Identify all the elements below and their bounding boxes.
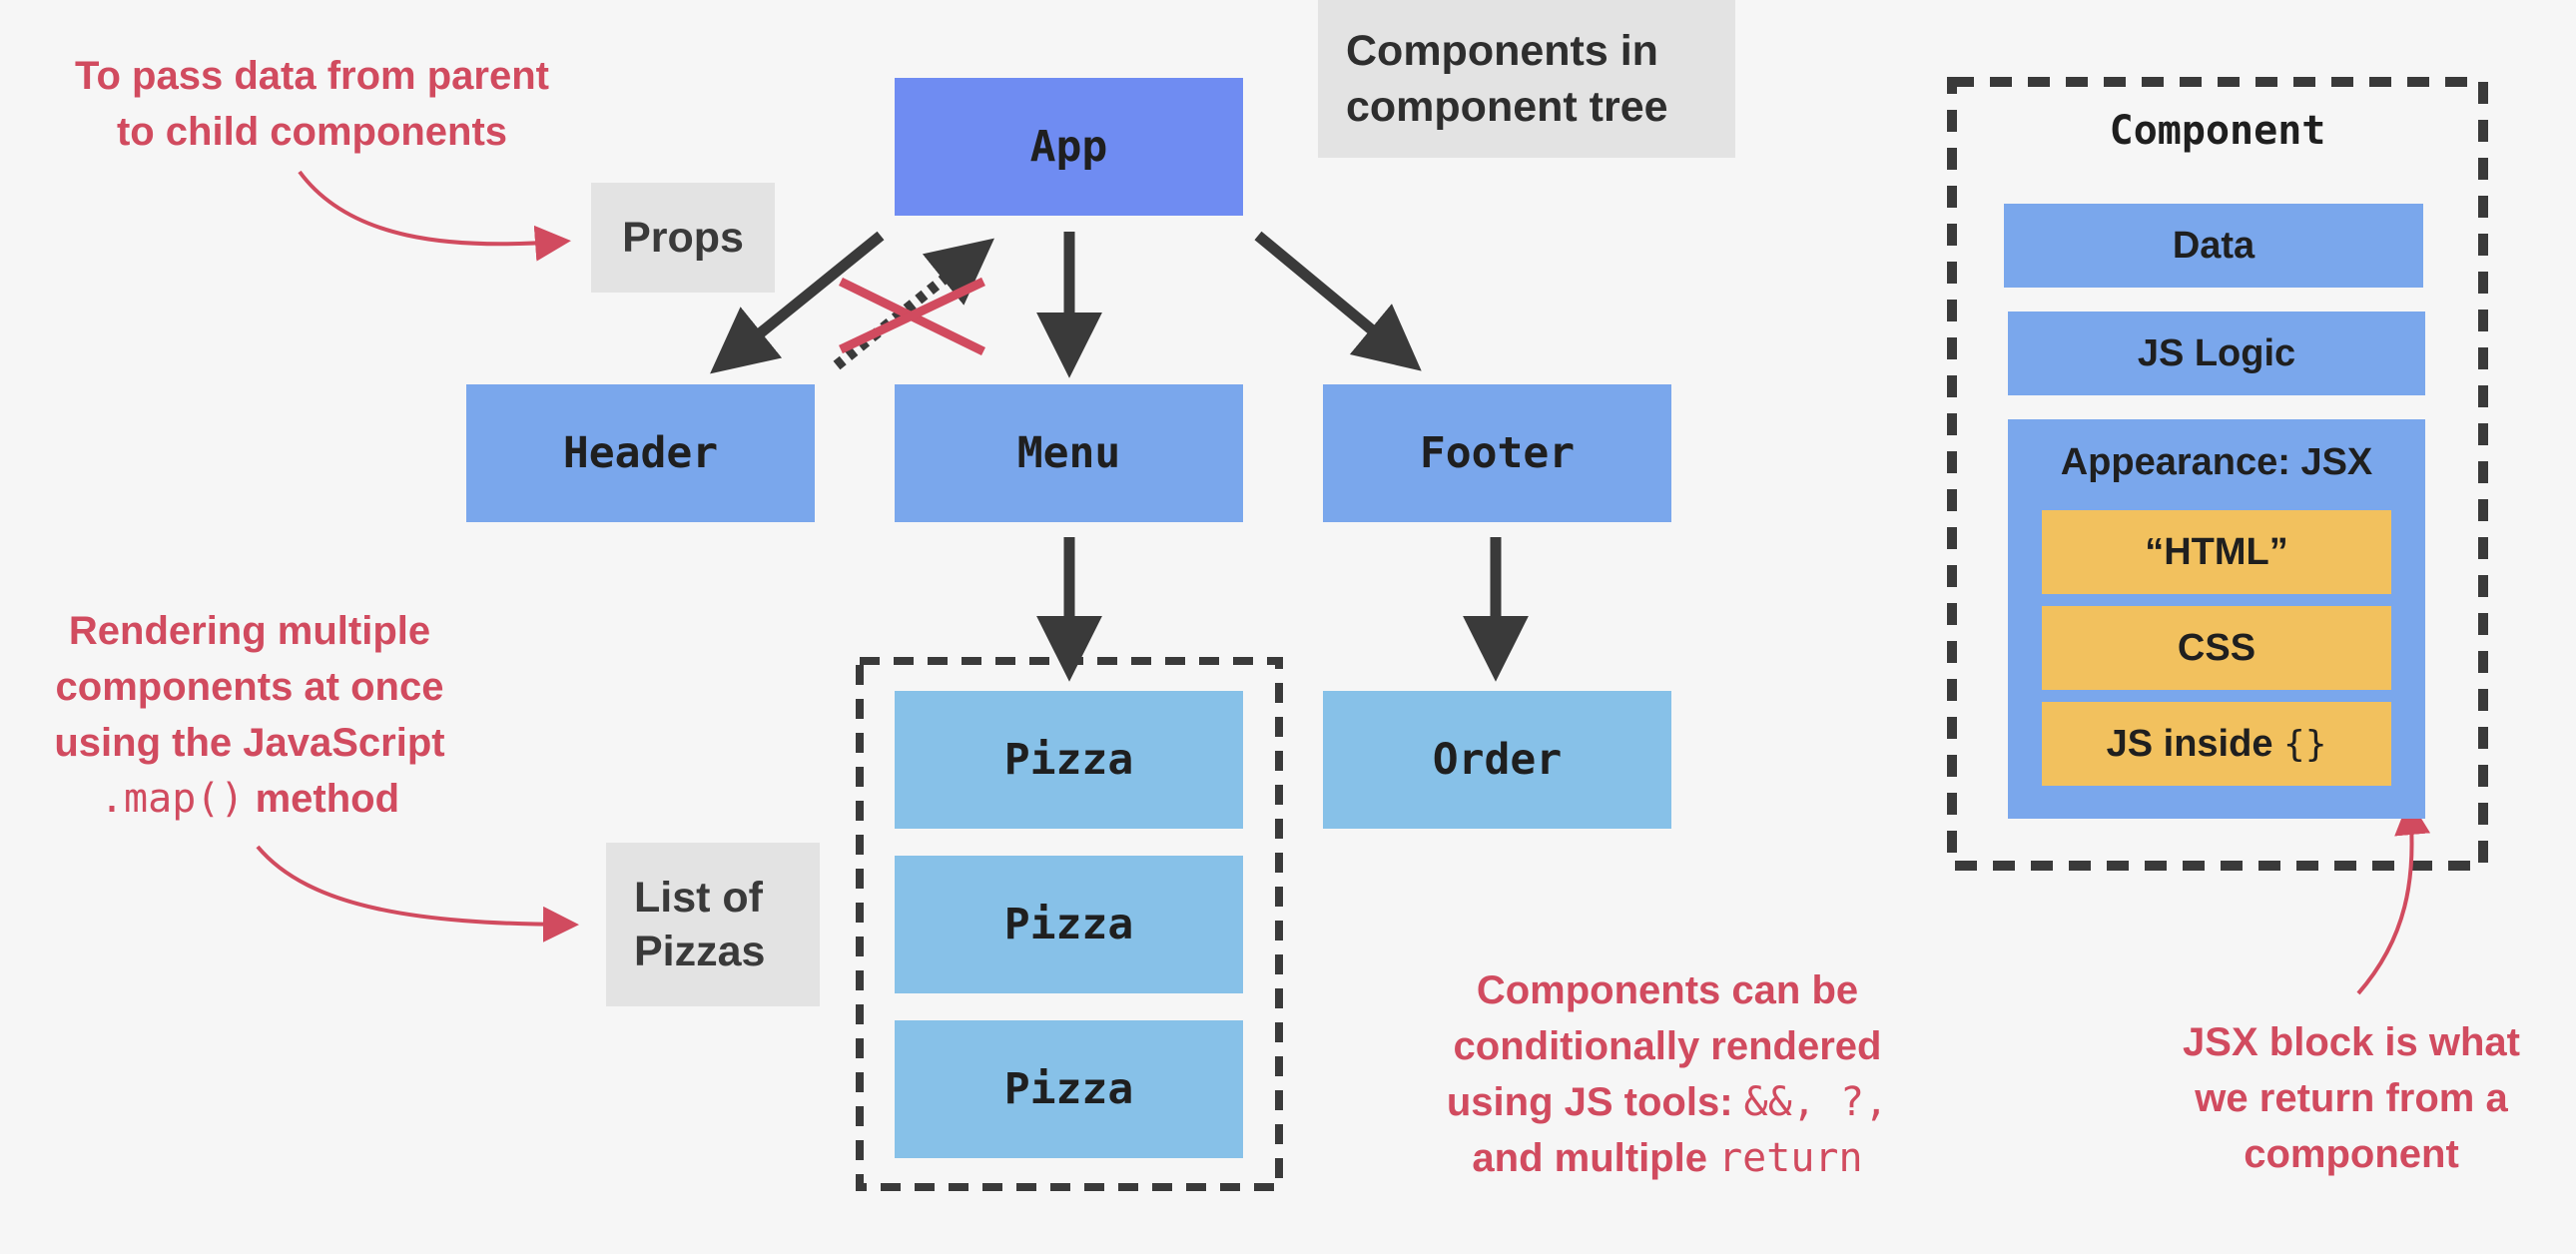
render-note-line-1: Rendering multiple [68,609,431,653]
arrow-app-to-header [710,231,885,374]
conditional-note: Components can be conditionally rendered… [1418,962,1917,1186]
cross-icon [839,277,985,356]
props-note: To pass data from parent to child compon… [40,48,584,160]
css-block: CSS [2042,606,2391,690]
braces-code: {} [2283,723,2327,765]
render-note-line-4: .map() method [20,771,479,827]
conditional-note-line-4: and multiple return [1472,1135,1863,1181]
conditional-note-line-3: using JS tools: &&, ?, [1446,1079,1889,1125]
list-of-pizzas-label: List of Pizzas [606,843,820,1006]
components-in-tree-label: Components in component tree [1318,0,1735,158]
render-note-arrow [256,845,579,942]
operators-code: &&, ?, [1743,1079,1889,1125]
conditional-note-line-2: conditionally rendered [1453,1024,1882,1068]
props-note-line-1: To pass data from parent [75,54,549,98]
props-label: Props [591,183,775,293]
pizza-node: Pizza [895,856,1243,993]
component-box-border [1947,77,2488,871]
order-node: Order [1323,691,1671,829]
render-note-line-3: using the JavaScript [54,721,445,765]
pizza-list-border [856,657,1283,1191]
conditional-note-line-1: Components can be [1476,968,1859,1012]
jsx-note-line-1: JSX block is what [2183,1020,2520,1064]
render-note-line-2: components at once [55,665,444,709]
props-note-line-2: to child components [116,110,508,154]
jsx-note-line-3: component [2244,1132,2459,1176]
map-code: .map() [99,776,245,822]
return-code: return [1718,1135,1863,1181]
appearance-jsx-label: Appearance: JSX [2060,441,2373,483]
props-note-arrow [298,170,571,262]
render-note-tail: method [244,777,400,821]
jsx-note-line-2: we return from a [2195,1076,2508,1120]
html-block: “HTML” [2042,510,2391,594]
js-inside-block: JS inside {} [2042,702,2391,786]
jsx-note-arrow [2356,799,2431,995]
data-block: Data [2004,204,2423,288]
pizza-node: Pizza [895,1020,1243,1158]
pizza-node: Pizza [895,691,1243,829]
js-logic-block: JS Logic [2008,312,2425,395]
component-title: Component [2109,108,2326,154]
arrow-app-to-footer [1254,231,1422,371]
menu-node: Menu [895,384,1243,522]
footer-node: Footer [1323,384,1671,522]
app-node: App [895,78,1243,216]
jsx-note: JSX block is what we return from a compo… [2157,1014,2546,1182]
header-node: Header [466,384,815,522]
render-note: Rendering multiple components at once us… [20,603,479,827]
